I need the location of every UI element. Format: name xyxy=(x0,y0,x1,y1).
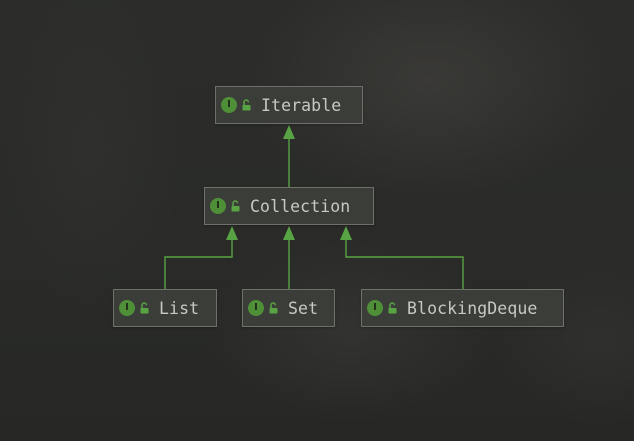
edge-list-to-collection xyxy=(164,234,233,289)
interface-icon: I xyxy=(221,97,237,113)
arrowhead-iterable xyxy=(283,125,295,139)
node-label: Set xyxy=(288,298,319,318)
interface-icon: I xyxy=(210,198,226,214)
arrowhead-collection-set xyxy=(283,226,295,240)
unlocked-padlock-icon xyxy=(140,302,149,314)
unlocked-padlock-icon xyxy=(388,302,397,314)
node-blockingdeque[interactable]: I BlockingDeque xyxy=(361,289,564,327)
interface-icon: I xyxy=(248,300,264,316)
arrowhead-collection-blockingdeque xyxy=(340,226,352,240)
node-label: Collection xyxy=(250,196,351,216)
unlocked-padlock-icon xyxy=(231,200,240,212)
interface-icon: I xyxy=(119,300,135,316)
interface-icon: I xyxy=(367,300,383,316)
edge-blockingdeque-to-collection xyxy=(345,234,464,289)
node-list[interactable]: I List xyxy=(113,289,217,327)
node-label: Iterable xyxy=(261,95,342,115)
unlocked-padlock-icon xyxy=(269,302,278,314)
node-label: BlockingDeque xyxy=(407,298,538,318)
arrowhead-collection-list xyxy=(226,226,238,240)
unlocked-padlock-icon xyxy=(242,99,251,111)
node-label: List xyxy=(159,298,200,318)
node-collection[interactable]: I Collection xyxy=(204,187,374,225)
node-iterable[interactable]: I Iterable xyxy=(215,86,363,124)
node-set[interactable]: I Set xyxy=(242,289,335,327)
